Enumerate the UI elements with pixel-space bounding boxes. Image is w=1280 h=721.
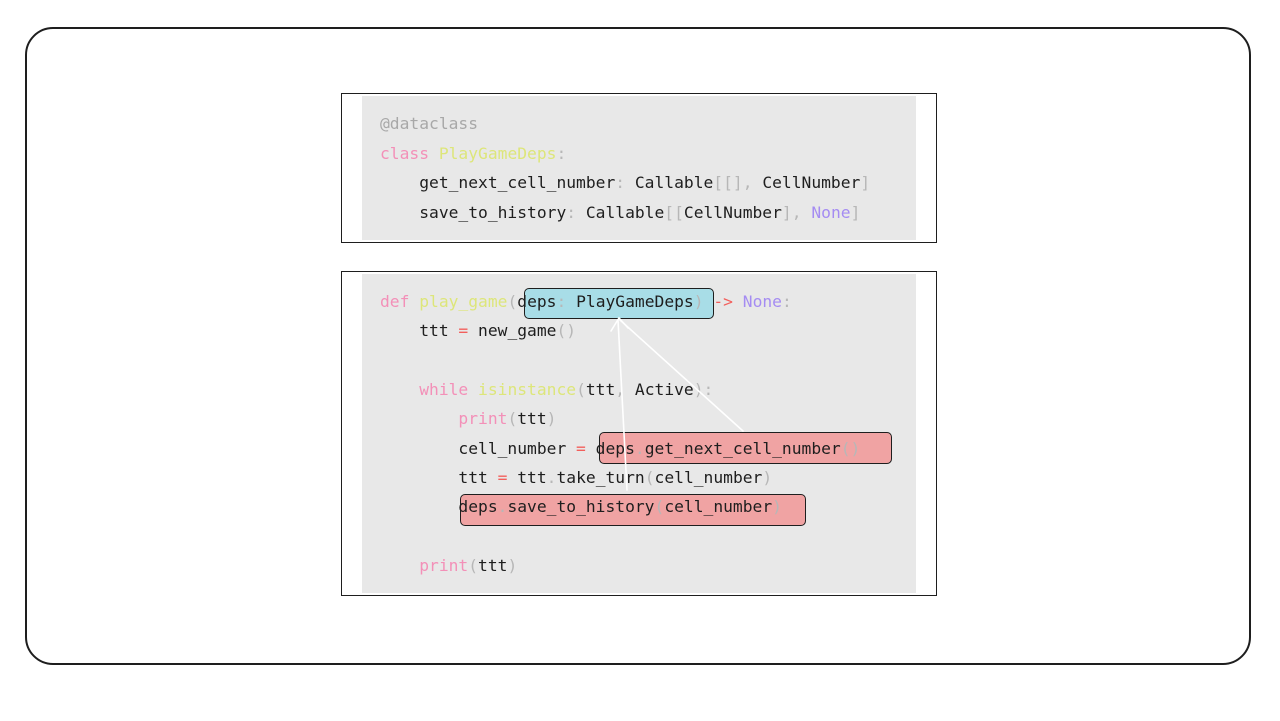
code-token: ttt: [380, 321, 459, 341]
code-line: @dataclass: [380, 109, 478, 138]
code-token: cell_number: [664, 497, 773, 517]
code-token: (): [556, 321, 577, 341]
code-token: [[: [664, 202, 684, 222]
code-token: Callable: [634, 173, 714, 192]
code-token: isinstance: [478, 379, 577, 399]
code-token: while: [380, 379, 479, 399]
code-token: ):: [693, 379, 714, 399]
code-token: print: [380, 555, 469, 575]
code-token: ): [546, 409, 557, 429]
code-line: while isinstance(ttt, Active):: [380, 375, 713, 404]
code-token: def: [380, 292, 420, 311]
code-line: def play_game(deps: PlayGameDeps) -> Non…: [380, 287, 792, 316]
code-token: get_next_cell_number: [380, 173, 616, 192]
code-token: :: [566, 202, 586, 222]
code-token: save_to_history: [380, 202, 567, 222]
code-line: deps.save_to_history(cell_number): [380, 492, 782, 521]
code-token: Callable: [585, 202, 665, 222]
code-line: print(ttt): [380, 551, 517, 580]
code-token: ): [693, 292, 704, 311]
code-token: ttt: [585, 379, 616, 399]
code-background: [362, 96, 916, 240]
code-token: cell_number: [380, 438, 577, 458]
code-token: (: [468, 555, 479, 575]
code-token: =: [497, 467, 508, 487]
code-line: get_next_cell_number: Callable[[], CellN…: [380, 168, 870, 197]
code-token: Active: [634, 379, 694, 399]
code-line: ttt = ttt.take_turn(cell_number): [380, 463, 772, 492]
code-token: play_game: [419, 292, 508, 311]
code-token: new_game: [468, 321, 557, 341]
code-token: CellNumber: [762, 173, 861, 192]
code-token: ): [507, 555, 518, 575]
code-token: .: [634, 438, 645, 458]
code-token: (: [507, 409, 518, 429]
get-next-cell-number-call-highlight: [599, 432, 892, 464]
code-token: .: [497, 497, 508, 517]
code-token: ttt: [478, 555, 508, 575]
code-token: (: [654, 497, 665, 517]
code-token: ttt: [380, 467, 498, 487]
code-line: class PlayGameDeps:: [380, 139, 566, 168]
code-token: save_to_history: [507, 497, 655, 517]
code-token: :: [615, 173, 635, 192]
code-token: =: [458, 321, 469, 341]
code-token: take_turn: [556, 467, 645, 487]
code-token: None: [811, 202, 851, 222]
code-token: ttt: [517, 409, 547, 429]
deps-parameter-highlight: [524, 288, 714, 319]
code-token: ]: [860, 173, 871, 192]
code-token: ]: [850, 202, 861, 222]
code-line: ttt = new_game(): [380, 316, 576, 345]
code-token: PlayGameDeps: [438, 143, 557, 163]
code-token: ): [772, 497, 782, 517]
code-token: (: [576, 379, 586, 399]
dataclass-code-panel: @dataclass class PlayGameDeps: get_next_c…: [341, 93, 937, 243]
code-token: (): [840, 438, 861, 458]
code-token: :: [781, 292, 792, 311]
code-token: CellNumber: [683, 202, 782, 222]
code-token: None: [742, 292, 782, 311]
code-token: =: [576, 438, 596, 458]
code-line: cell_number = deps.get_next_cell_number(…: [380, 434, 860, 463]
code-token: deps: [380, 497, 498, 517]
code-token: (: [644, 467, 655, 487]
code-token: ,: [615, 379, 635, 399]
code-token: ->: [703, 292, 743, 311]
code-token: :: [556, 143, 567, 163]
code-token: print: [380, 409, 508, 429]
code-token: (: [507, 292, 518, 311]
save-to-history-call-highlight: [460, 494, 806, 526]
code-token: ],: [781, 202, 812, 222]
code-token: ttt: [507, 467, 547, 487]
code-line: save_to_history: Callable[[CellNumber], …: [380, 198, 860, 227]
code-token: PlayGameDeps: [576, 292, 694, 311]
code-token: :: [556, 292, 577, 311]
code-line: print(ttt): [380, 404, 556, 433]
code-token: get_next_cell_number: [644, 438, 841, 458]
code-token: .: [546, 467, 557, 487]
code-token: cell_number: [654, 467, 763, 487]
code-token: deps: [517, 292, 557, 311]
code-token: deps: [595, 438, 635, 458]
code-token: [[],: [713, 173, 763, 192]
play-game-code-panel: def play_game(deps: PlayGameDeps) -> Non…: [341, 271, 937, 596]
code-token: ): [762, 467, 773, 487]
code-token: @dataclass: [380, 114, 479, 133]
code-token: class: [380, 143, 439, 163]
